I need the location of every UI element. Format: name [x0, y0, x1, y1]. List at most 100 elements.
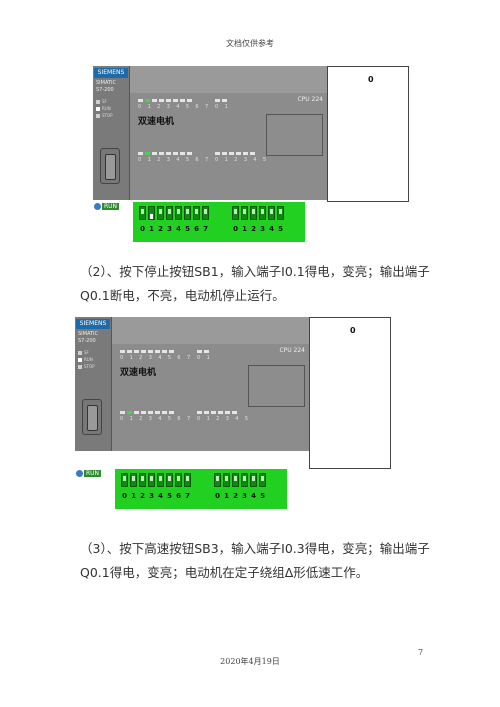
input-switch[interactable] [157, 473, 164, 487]
input-pin-led [120, 350, 125, 353]
brand-label: SIEMENS [94, 68, 128, 78]
input-switch-number: 2 [251, 225, 256, 233]
output-pin-led [187, 152, 192, 155]
input-switch[interactable] [241, 473, 248, 487]
input-switch[interactable] [202, 206, 209, 220]
display-window [248, 365, 305, 407]
input-pin-led [162, 350, 167, 353]
output-pin-led [138, 152, 143, 155]
input-switch[interactable] [157, 206, 164, 220]
input-switch-number: 1 [242, 225, 247, 233]
input-switch-number: 5 [278, 225, 283, 233]
stop-led-label: STOP [84, 364, 95, 369]
input-pin-led [166, 99, 171, 102]
input-switch[interactable] [175, 473, 182, 487]
input-pin-led [169, 350, 174, 353]
output-pin-led [218, 411, 223, 414]
input-switch[interactable] [184, 206, 191, 220]
input-switch[interactable] [241, 206, 248, 220]
input-switch[interactable] [268, 206, 275, 220]
sf-led-icon [78, 351, 82, 355]
run-led-label: RUN [102, 106, 111, 111]
input-switch-number: 3 [260, 225, 265, 233]
input-switch[interactable] [148, 206, 155, 220]
plc-top-strip [112, 317, 310, 344]
sf-led-icon [96, 100, 100, 104]
input-switch[interactable] [184, 473, 191, 487]
stop-led-label: STOP [102, 113, 113, 118]
cpu-label: CPU 224 [297, 96, 323, 103]
input-pin-led [152, 99, 157, 102]
run-indicator-icon [75, 469, 84, 478]
input-switch[interactable] [250, 206, 257, 220]
output-digits-a: 0 1 2 3 4 5 6 7 [120, 416, 193, 422]
input-switch-number: 0 [215, 492, 220, 500]
input-pin-led [134, 350, 139, 353]
stop-led-icon [96, 114, 100, 118]
input-switch[interactable] [223, 473, 230, 487]
output-pin-led [159, 152, 164, 155]
input-switch[interactable] [121, 473, 128, 487]
output-pin-led [173, 152, 178, 155]
input-digits-a: 0 1 2 3 4 5 6 7 [120, 355, 193, 361]
output-pin-led [145, 152, 150, 155]
input-switch[interactable] [277, 206, 284, 220]
serial-port-icon [100, 148, 120, 184]
input-switch[interactable] [166, 473, 173, 487]
plc-top-strip [130, 66, 328, 93]
input-switch-number: 1 [131, 492, 136, 500]
input-switch[interactable] [259, 206, 266, 220]
input-pin-led [145, 99, 150, 102]
input-switch[interactable] [139, 206, 146, 220]
input-pin-led [155, 350, 160, 353]
output-pin-led [215, 152, 220, 155]
input-switch-number: 7 [203, 225, 208, 233]
input-switch[interactable] [139, 473, 146, 487]
page-header: 文档仅供参考 [226, 39, 274, 48]
input-switch[interactable] [130, 473, 137, 487]
input-pin-led [215, 99, 220, 102]
input-switch-number: 4 [158, 492, 163, 500]
input-switch[interactable] [214, 473, 221, 487]
run-led-label: RUN [84, 357, 93, 362]
input-pin-led [180, 99, 185, 102]
input-switch[interactable] [250, 473, 257, 487]
brand-label: SIEMENS [76, 319, 110, 329]
output-pin-led [197, 411, 202, 414]
input-switch-number: 0 [233, 225, 238, 233]
input-switch-number: 2 [233, 492, 238, 500]
input-switch[interactable] [148, 473, 155, 487]
input-switch[interactable] [175, 206, 182, 220]
input-pin-led [141, 350, 146, 353]
input-switch-number: 2 [158, 225, 163, 233]
output-pin-led [148, 411, 153, 414]
run-indicator-icon [93, 202, 102, 211]
serial-port-icon [82, 399, 102, 435]
paragraph-step-3: （3）、按下高速按钮SB3，输入端子I0.3得电，变亮；输出端子Q0.1得电，变… [80, 541, 430, 580]
run-indicator: RUN [75, 469, 102, 478]
input-switch-number: 6 [176, 492, 181, 500]
input-digits-b: 0 1 [215, 104, 231, 110]
input-switch[interactable] [232, 473, 239, 487]
input-switch[interactable] [166, 206, 173, 220]
input-switch-number: 6 [194, 225, 199, 233]
stop-led-icon [78, 365, 82, 369]
input-switch-number: 5 [185, 225, 190, 233]
input-switch[interactable] [232, 206, 239, 220]
paragraph-step-2: （2）、按下停止按钮SB1，输入端子I0.1得电，变亮；输出端子Q0.1断电，不… [80, 264, 430, 303]
input-switch[interactable] [259, 473, 266, 487]
input-switch-number: 1 [149, 225, 154, 233]
output-pin-led [169, 411, 174, 414]
output-pin-led [225, 411, 230, 414]
output-pin-led [243, 152, 248, 155]
input-switch-number: 1 [224, 492, 229, 500]
input-switch[interactable] [193, 206, 200, 220]
input-switch-number: 4 [176, 225, 181, 233]
output-pin-led [120, 411, 125, 414]
input-switch-number: 2 [140, 492, 145, 500]
